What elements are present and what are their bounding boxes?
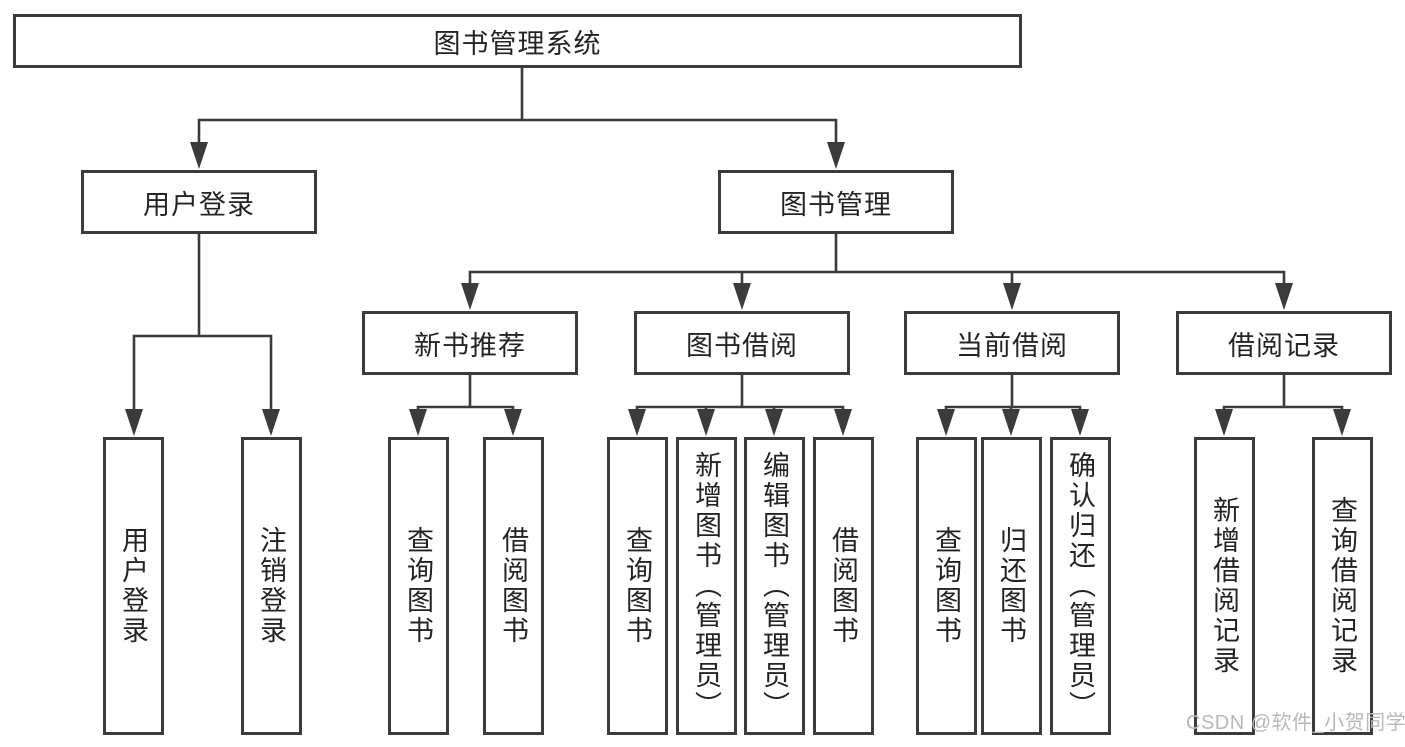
node-leaf-confirm-return-admin: 确认归还（管理员）	[1050, 437, 1111, 735]
node-label: 图书管理系统	[433, 28, 602, 59]
arrowhead-icon	[125, 142, 1351, 436]
node-user-login: 用户登录	[81, 170, 317, 234]
node-leaf-edit-books-admin: 编辑图书（管理员）	[744, 437, 805, 735]
node-label: 查询图书	[622, 526, 652, 646]
node-label: 新书推荐	[414, 330, 526, 361]
node-book-management: 图书管理	[718, 170, 954, 234]
node-library-management-system: 图书管理系统	[13, 14, 1022, 68]
watermark: CSDN @软件_小贺同学	[1186, 712, 1405, 734]
node-new-book-recommendation: 新书推荐	[362, 311, 578, 375]
node-book-borrowing: 图书借阅	[634, 311, 850, 375]
node-leaf-user-login: 用户登录	[103, 437, 164, 735]
node-label: 归还图书	[996, 526, 1026, 646]
node-leaf-return-books: 归还图书	[981, 437, 1042, 735]
node-label: 确认归还（管理员）	[1065, 451, 1095, 721]
node-leaf-borrow-books-recommend: 借阅图书	[483, 437, 544, 735]
node-leaf-query-borrow-record: 查询借阅记录	[1312, 437, 1373, 735]
node-label: 新增借阅记录	[1209, 496, 1239, 676]
node-label: 图书管理	[780, 189, 892, 220]
node-leaf-query-books-recommend: 查询图书	[388, 437, 449, 735]
node-label: 注销登录	[256, 526, 286, 646]
node-label: 当前借阅	[956, 330, 1068, 361]
node-leaf-query-books-borrow: 查询图书	[607, 437, 668, 735]
node-leaf-query-books-current: 查询图书	[916, 437, 977, 735]
node-label: 借阅图书	[828, 526, 858, 646]
node-borrowing-records: 借阅记录	[1176, 311, 1392, 375]
node-label: 用户登录	[143, 189, 255, 220]
node-label: 编辑图书（管理员）	[759, 451, 789, 721]
node-current-borrowing: 当前借阅	[904, 311, 1120, 375]
node-leaf-borrow-books: 借阅图书	[813, 437, 874, 735]
node-label: 查询图书	[403, 526, 433, 646]
node-label: 借阅记录	[1228, 330, 1340, 361]
node-label: 借阅图书	[498, 526, 528, 646]
node-label: 图书借阅	[686, 330, 798, 361]
node-label: 用户登录	[118, 526, 148, 646]
node-label: 查询借阅记录	[1327, 496, 1357, 676]
node-leaf-add-books-admin: 新增图书（管理员）	[676, 437, 737, 735]
node-leaf-logout: 注销登录	[241, 437, 302, 735]
node-label: 查询图书	[931, 526, 961, 646]
node-leaf-add-borrow-record: 新增借阅记录	[1194, 437, 1255, 735]
node-label: 新增图书（管理员）	[691, 451, 721, 721]
